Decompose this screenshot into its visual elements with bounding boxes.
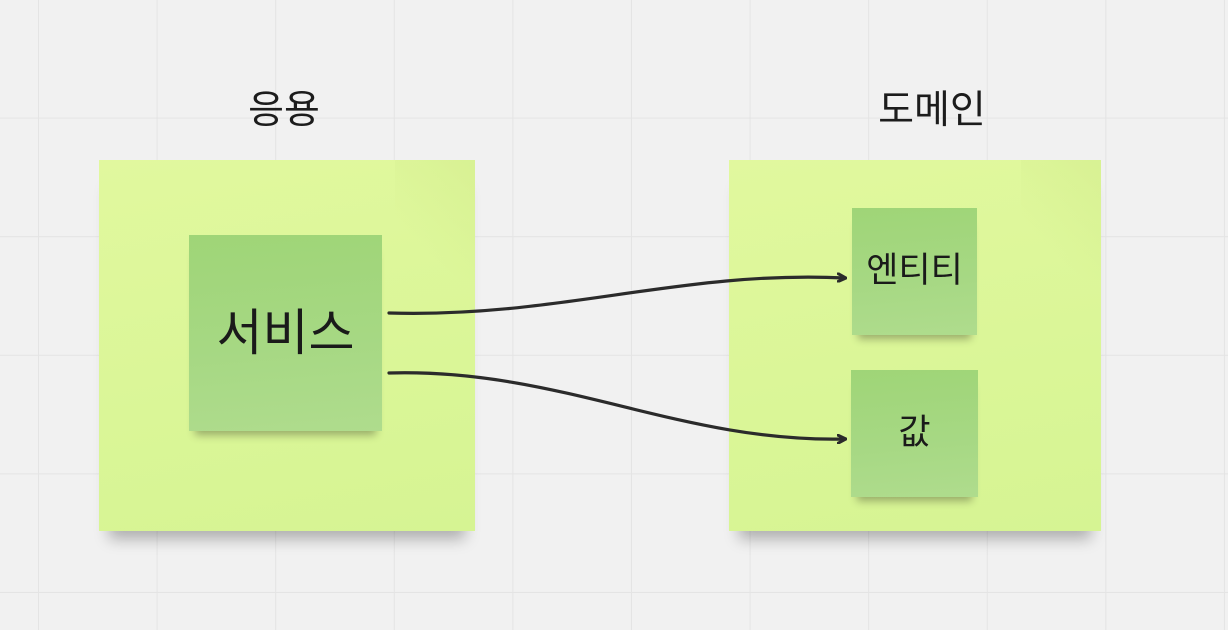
value-note-label: 값 bbox=[898, 413, 931, 453]
domain-group-title: 도메인 bbox=[878, 88, 986, 133]
entity-sticky-note[interactable]: 엔티티 bbox=[852, 208, 977, 335]
service-to-entity-arrow[interactable] bbox=[387, 277, 845, 315]
service-note-label: 서비스 bbox=[216, 304, 355, 362]
service-to-value-arrow[interactable] bbox=[387, 371, 845, 439]
value-sticky-note[interactable]: 값 bbox=[851, 370, 978, 497]
application-group-title: 응용 bbox=[248, 88, 320, 133]
service-sticky-note[interactable]: 서비스 bbox=[189, 235, 382, 431]
entity-note-label: 엔티티 bbox=[866, 251, 963, 291]
application-layer-sticky[interactable] bbox=[99, 160, 475, 531]
